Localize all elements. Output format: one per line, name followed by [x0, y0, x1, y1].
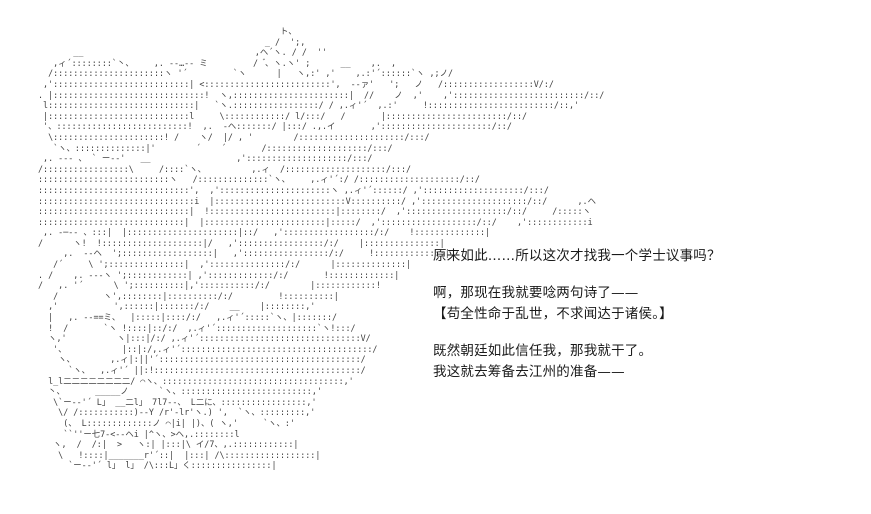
- dialogue-block-2: 啊，那现在我就要唸两句诗了—— 【苟全性命于乱世，不求闻达于诸侯。】: [433, 283, 853, 325]
- dialogue-line: 既然朝廷如此信任我，那我就干了。: [433, 343, 653, 359]
- dialogue-text: 原来如此……所以这次才找我一个学士议事吗？ 啊，那现在我就要唸两句诗了—— 【苟…: [433, 246, 853, 383]
- dialogue-line: 原来如此……所以这次才找我一个学士议事吗？: [433, 248, 721, 264]
- dialogue-line: 我这就去筹备去江州的准备——: [433, 364, 625, 380]
- dialogue-block-1: 原来如此……所以这次才找我一个学士议事吗？: [433, 246, 853, 267]
- dialogue-block-3: 既然朝廷如此信任我，那我就干了。 我这就去筹备去江州的准备——: [433, 341, 853, 383]
- dialogue-line: 【苟全性命于乱世，不求闻达于诸侯。】: [433, 306, 673, 322]
- character-portrait-ascii-art: ト、 _ / ';, __ ,ヘ´ヽ. / / '' ,ィ´::::::::`丶…: [38, 26, 605, 471]
- dialogue-line: 啊，那现在我就要唸两句诗了——: [433, 285, 639, 301]
